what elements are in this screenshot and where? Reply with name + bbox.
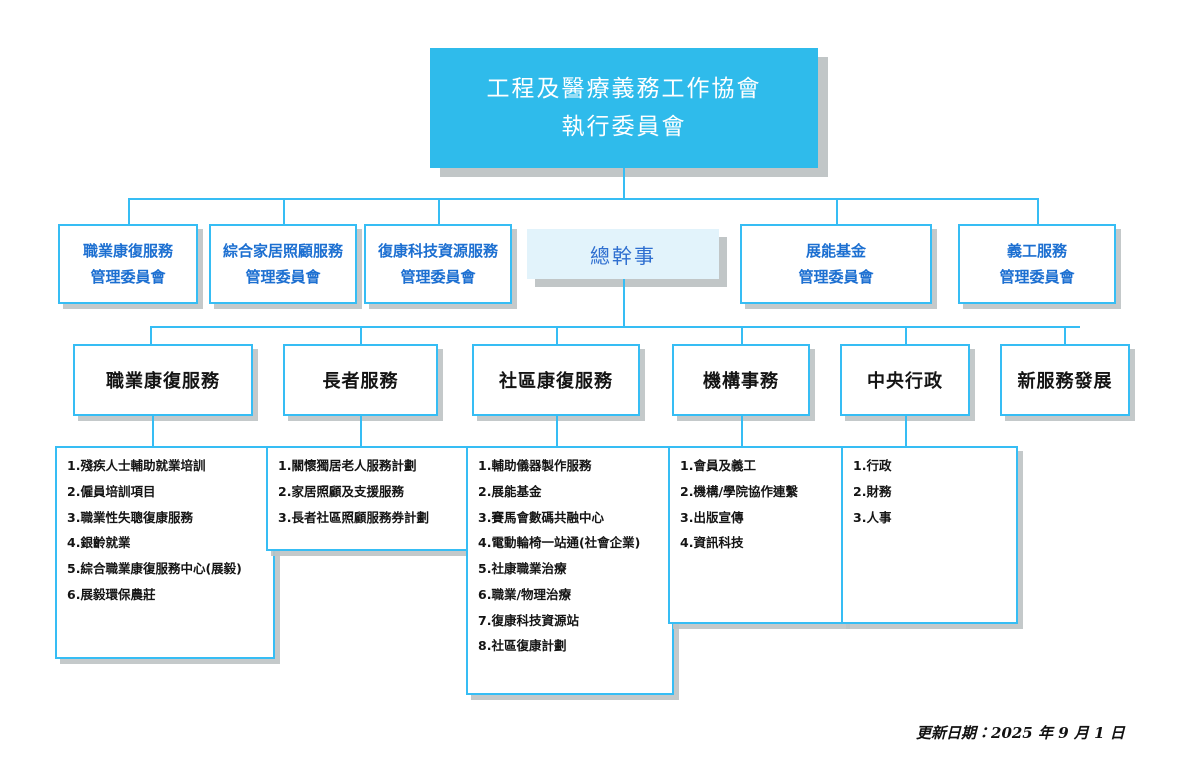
committee-1-line2: 管理委員會 [90, 267, 166, 286]
list-item: 2.僱員培訓項目 [67, 483, 156, 499]
list-item: 3.長者社區照顧服務券計劃 [278, 509, 429, 525]
node-dept-community-rehab: 社區康復服務 [472, 344, 640, 416]
committee-1-line1: 職業康復服務 [82, 242, 173, 260]
connector-dept1-to-list [152, 416, 154, 446]
list-item: 1.輔助儀器製作服務 [478, 458, 592, 473]
node-committee-vocational-rehab: 職業康復服務 管理委員會 [58, 224, 198, 304]
list-item: 3.人事 [853, 509, 892, 525]
list-item: 1.關懷獨居老人服務計劃 [278, 458, 417, 473]
committee-3-line1: 復康科技資源服務 [377, 242, 498, 260]
connector-drop-committee-1 [128, 198, 130, 224]
list-item: 1.行政 [853, 458, 892, 473]
connector-director-stem [623, 279, 625, 327]
list-box-vocational: 1.殘疾人士輔助就業培訓 2.僱員培訓項目 3.職業性失聰復康服務 4.銀齡就業… [55, 446, 275, 659]
list-item: 4.銀齡就業 [67, 535, 131, 551]
list-item: 2.家居照顧及支援服務 [278, 483, 404, 499]
updated-date-note: 更新日期：2025 年 9 月 1 日 [916, 724, 1125, 742]
connector-drop-dept-4 [741, 326, 743, 344]
committee-3-line2: 管理委員會 [400, 267, 476, 286]
connector-dept5-to-list [905, 416, 907, 446]
list-item: 4.電動輪椅一站通(社會企業) [478, 535, 641, 551]
dept-1-title: 職業康復服務 [106, 371, 220, 392]
dept-3-title: 社區康復服務 [499, 371, 613, 392]
node-dept-new-services: 新服務發展 [1000, 344, 1130, 416]
list-item: 3.賽馬會數碼共融中心 [478, 509, 604, 525]
node-executive-committee: 工程及醫療義務工作協會 執行委員會 [430, 48, 818, 168]
list-box-institutional: 1.會員及義工 2.機構/學院協作連繫 3.出版宣傳 4.資訊科技 [668, 446, 845, 624]
connector-bus-departments [150, 326, 1080, 328]
connector-drop-dept-3 [556, 326, 558, 344]
node-dept-central-admin: 中央行政 [840, 344, 970, 416]
node-dept-elderly: 長者服務 [283, 344, 438, 416]
list-item: 8.社區復康計劃 [478, 638, 567, 654]
list-item: 2.展能基金 [478, 483, 542, 499]
list-box-community: 1.輔助儀器製作服務 2.展能基金 3.賽馬會數碼共融中心 4.電動輪椅一站通(… [466, 446, 674, 695]
list-item: 5.綜合職業康復服務中心(展毅) [67, 561, 242, 576]
list-item: 1.殘疾人士輔助就業培訓 [67, 458, 206, 473]
committee-5-line2: 管理委員會 [999, 267, 1075, 286]
list-item: 1.會員及義工 [680, 458, 756, 473]
list-item: 2.財務 [853, 483, 892, 499]
node-committee-rehab-tech: 復康科技資源服務 管理委員會 [364, 224, 512, 304]
node-dept-institutional-affairs: 機構事務 [672, 344, 810, 416]
connector-drop-committee-3 [438, 198, 440, 224]
list-item: 6.職業/物理治療 [478, 586, 572, 602]
committee-2-line2: 管理委員會 [245, 267, 321, 286]
list-item: 3.職業性失聰復康服務 [67, 509, 193, 525]
connector-dept2-to-list [360, 416, 362, 446]
node-committee-home-care: 綜合家居照顧服務 管理委員會 [209, 224, 357, 304]
connector-drop-committee-4 [836, 198, 838, 224]
list-item: 4.資訊科技 [680, 535, 744, 551]
connector-dept4-to-list [741, 416, 743, 446]
connector-drop-dept-6 [1064, 326, 1066, 344]
connector-drop-dept-5 [905, 326, 907, 344]
executive-committee-line2: 執行委員會 [561, 114, 687, 140]
list-item: 5.社康職業治療 [478, 561, 567, 576]
connector-drop-committee-2 [283, 198, 285, 224]
list-item: 6.展毅環保農莊 [67, 586, 156, 602]
dept-6-title: 新服務發展 [1017, 371, 1113, 392]
list-item: 2.機構/學院協作連繫 [680, 483, 799, 499]
node-dept-vocational-rehab: 職業康復服務 [73, 344, 253, 416]
list-item: 7.復康科技資源站 [478, 612, 579, 628]
director-title: 總幹事 [590, 243, 656, 268]
committee-4-line2: 管理委員會 [798, 267, 874, 286]
connector-bus-committees [128, 198, 1038, 200]
node-committee-volunteer: 義工服務 管理委員會 [958, 224, 1116, 304]
dept-2-title: 長者服務 [322, 371, 399, 392]
list-box-elderly: 1.關懷獨居老人服務計劃 2.家居照顧及支援服務 3.長者社區照顧服務券計劃 [266, 446, 474, 551]
list-box-central-admin: 1.行政 2.財務 3.人事 [841, 446, 1018, 624]
node-committee-fund: 展能基金 管理委員會 [740, 224, 932, 304]
executive-committee-line1: 工程及醫療義務工作協會 [486, 75, 762, 102]
committee-4-line1: 展能基金 [805, 242, 866, 260]
connector-drop-dept-2 [360, 326, 362, 344]
dept-5-title: 中央行政 [867, 371, 943, 392]
connector-top-stem [623, 168, 625, 199]
committee-2-line1: 綜合家居照顧服務 [222, 242, 343, 260]
connector-dept3-to-list [556, 416, 558, 446]
committee-5-line1: 義工服務 [1006, 242, 1067, 260]
connector-drop-committee-5 [1037, 198, 1039, 224]
dept-4-title: 機構事務 [703, 371, 779, 392]
node-director: 總幹事 [527, 229, 719, 279]
connector-drop-dept-1 [150, 326, 152, 344]
list-item: 3.出版宣傳 [680, 509, 744, 525]
